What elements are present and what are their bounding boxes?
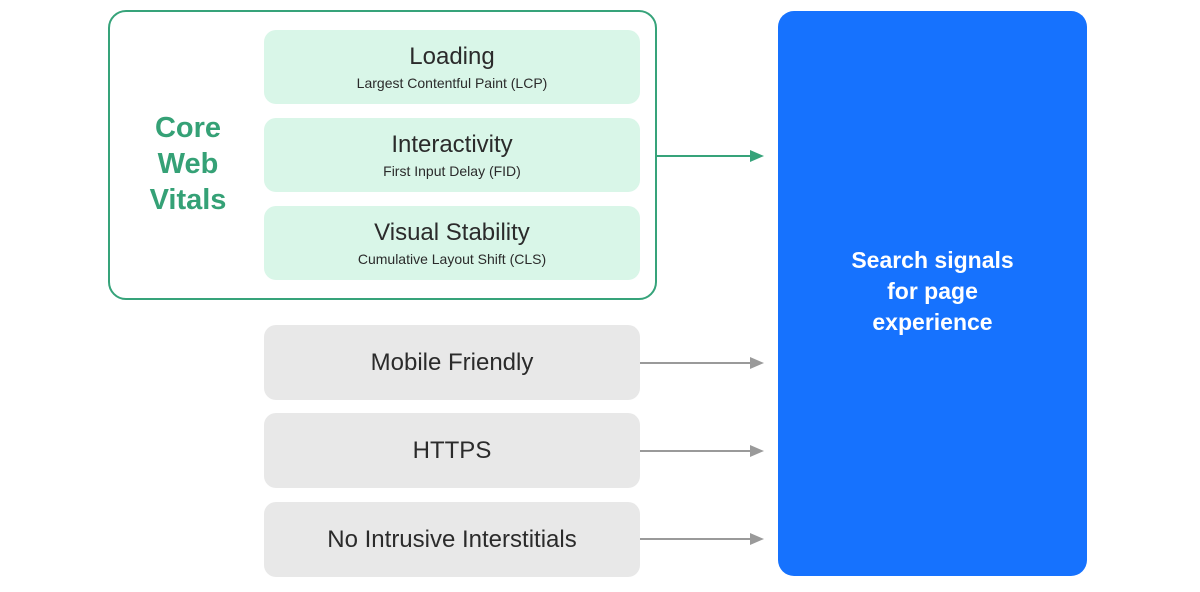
metric-subtitle: Largest Contentful Paint (LCP) [356,75,548,91]
signal-card-https: HTTPS [264,413,640,488]
metric-title: Visual Stability [374,219,530,246]
page-experience-signals-label: Search signals for page experience [778,245,1087,338]
metric-card-interactivity: Interactivity First Input Delay (FID) [264,118,640,192]
signal-card-no-intrusive-interstitials: No Intrusive Interstitials [264,502,640,577]
core-web-vitals-label-line: Vitals [149,184,227,216]
core-web-vitals-label-line: Web [157,148,219,180]
page-experience-signals-box [778,11,1087,576]
metric-title: Loading [409,43,495,70]
signals-label-line: experience [872,309,993,335]
arrow-mobile-friendly [640,357,764,369]
metric-subtitle: Cumulative Layout Shift (CLS) [357,251,547,267]
arrow-https [640,445,764,457]
signals-label-line: for page [887,278,978,304]
signal-card-mobile-friendly: Mobile Friendly [264,325,640,400]
arrow-core-web-vitals [657,150,764,162]
arrow-no-intrusive-interstitials [640,533,764,545]
metric-title: Interactivity [391,131,513,158]
core-web-vitals-group [108,10,657,300]
signals-label-line: Search signals [851,247,1014,273]
metric-card-visual-stability: Visual Stability Cumulative Layout Shift… [264,206,640,280]
metric-subtitle: First Input Delay (FID) [383,163,521,179]
core-web-vitals-label-line: Core [154,112,222,144]
metric-card-loading: Loading Largest Contentful Paint (LCP) [264,30,640,104]
core-web-vitals-label: Core Web Vitals [128,110,248,218]
